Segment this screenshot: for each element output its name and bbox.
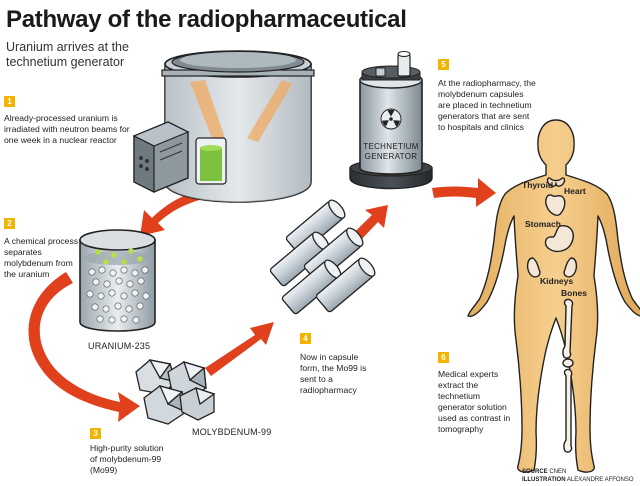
illustration-value: ALEXANDRE AFFONSO (566, 477, 634, 483)
uranium-jar-illustration (79, 229, 156, 332)
illustration-label: ILLUSTRATION (522, 477, 566, 483)
tibia-bone (563, 368, 573, 453)
step-6-badge: 6 (438, 352, 449, 363)
step-1-badge: 1 (4, 96, 15, 107)
step-2-text: A chemical process separates molybdenum … (4, 236, 79, 279)
kidney-right-organ (563, 257, 578, 278)
step-1-text: Already-processed uranium is irradiated … (4, 113, 130, 145)
step-6-text: Medical experts extract the technetium g… (438, 369, 511, 434)
arrow-molybdenum-to-capsules (205, 322, 274, 376)
knee-bone (562, 358, 574, 368)
generator-label: TECHNETIUM GENERATOR (356, 142, 426, 162)
generator-label-line1: TECHNETIUM (363, 142, 419, 151)
organ-label-thyroid: Thyroid (522, 180, 554, 190)
organ-label-kidneys: Kidneys (540, 276, 574, 286)
subtitle: Uranium arrives at the technetium genera… (6, 40, 129, 69)
uranium-label: URANIUM-235 (88, 341, 151, 351)
arrow-reactor-to-uranium (140, 190, 203, 236)
molybdenum-label: MOLYBDENUM-99 (192, 427, 272, 437)
step-2-badge: 2 (4, 218, 15, 229)
source-label: SOURCE (522, 469, 548, 475)
arrow-generator-to-body (432, 178, 496, 207)
nuclear-reactor-illustration (132, 50, 315, 203)
technetium-generator-illustration (349, 51, 433, 190)
step-4-badge: 4 (300, 333, 311, 344)
step-4-text: Now in capsule form, the Mo99 is sent to… (300, 352, 367, 395)
page-title: Pathway of the radiopharmaceutical (6, 6, 407, 33)
source-value: CNEN (549, 469, 567, 475)
credits: SOURCE CNEN ILLUSTRATION ALEXANDRE AFFON… (522, 468, 634, 484)
heart-organ (545, 194, 566, 216)
stomach-organ (544, 225, 574, 253)
organ-label-heart: Heart (564, 186, 586, 196)
step-3-text: High-purity solution of molybdenum-99 (M… (90, 443, 164, 475)
human-body-illustration (467, 119, 640, 473)
illustration-credit: ILLUSTRATION ALEXANDRE AFFONSO (522, 476, 634, 484)
arrow-uranium-to-molybdenum (28, 272, 140, 422)
step-5-badge: 5 (438, 59, 449, 70)
capsules-illustration (269, 199, 376, 315)
organ-label-bones: Bones (561, 288, 587, 298)
step-3-badge: 3 (90, 428, 101, 439)
body-silhouette (467, 119, 640, 473)
radiation-icon (380, 108, 402, 130)
femur-bone (562, 298, 574, 359)
source-credit: SOURCE CNEN (522, 468, 634, 476)
organ-label-stomach: Stomach (525, 219, 561, 229)
molybdenum-crystals-illustration (135, 359, 216, 425)
step-5-text: At the radiopharmacy, the molybdenum cap… (438, 78, 536, 132)
kidney-left-organ (526, 257, 541, 278)
generator-label-line2: GENERATOR (364, 152, 418, 161)
thyroid-organ (546, 177, 566, 187)
